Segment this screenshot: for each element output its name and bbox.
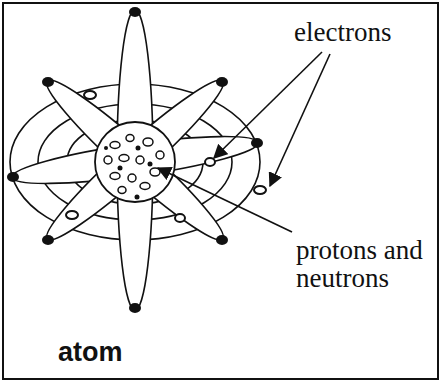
orbit-electrons bbox=[66, 91, 266, 222]
nucleus bbox=[95, 122, 175, 202]
frame bbox=[3, 3, 438, 379]
title-label: atom bbox=[58, 338, 198, 366]
nucleon-dots bbox=[104, 146, 153, 200]
nucleus-label: protons and neutrons bbox=[296, 236, 436, 293]
petals bbox=[10, 10, 260, 310]
leader-lines bbox=[158, 52, 330, 232]
electron-dots bbox=[7, 7, 263, 313]
nucleons bbox=[104, 135, 164, 194]
electrons-label: electrons bbox=[294, 18, 434, 46]
